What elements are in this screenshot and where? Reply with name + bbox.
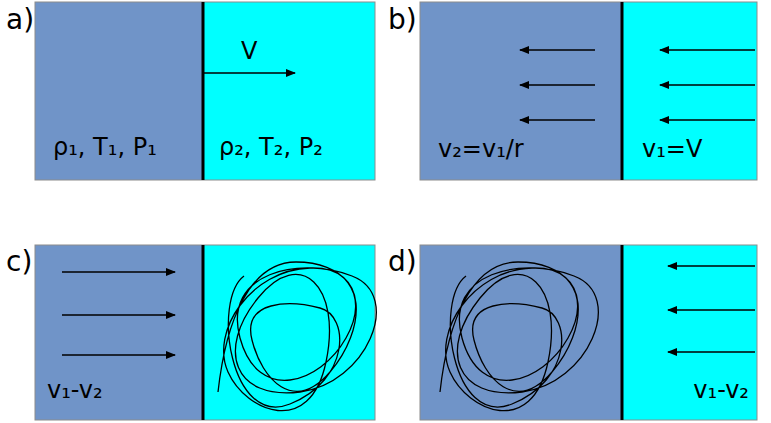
gas-region: v₁-v₂: [35, 245, 203, 420]
interface-line: [202, 2, 205, 180]
region-2: [203, 2, 375, 180]
flow-arrow: [668, 351, 755, 353]
panel: d) v₁-v₂: [384, 242, 762, 423]
panel: b) v₂=v₁/r v₁=V: [384, 0, 762, 182]
gas-region: ρ₁, T₁, P₁: [35, 2, 203, 180]
flow-arrow: [62, 314, 175, 316]
flow-arrows: [668, 266, 755, 352]
interface-line: [621, 245, 624, 420]
velocity-label: V: [241, 38, 257, 66]
panel-frame: [420, 2, 757, 180]
velocity-arrow: [203, 72, 295, 74]
panel-label: c): [6, 246, 32, 278]
panel-label: d): [388, 246, 417, 278]
flow-arrow: [660, 84, 755, 86]
velocity-label: v₁-v₂: [693, 377, 749, 405]
panel-label: b): [388, 4, 417, 36]
flow-arrows: [520, 50, 755, 120]
state-label: ρ₂, T₂, P₂: [219, 134, 323, 162]
flow-arrows: [62, 272, 175, 355]
flow-arrow: [660, 119, 755, 121]
gas-region: v₁-v₂: [622, 245, 757, 420]
turbulence-scribble: [218, 262, 376, 411]
gas-region: v₁=V: [622, 2, 757, 180]
flow-arrow: [668, 265, 755, 267]
interface-line: [621, 2, 624, 180]
gas-region: v₂=v₁/r: [420, 2, 622, 180]
state-label: ρ₁, T₁, P₁: [53, 134, 157, 162]
region-1: [420, 245, 622, 420]
panel-label: a): [6, 4, 34, 36]
flow-arrow: [520, 84, 595, 86]
panel: c) v₁-v₂: [0, 242, 378, 423]
region-1: [35, 245, 203, 420]
region-1: [35, 2, 203, 180]
region-2: [622, 245, 757, 420]
flow-arrow: [62, 354, 175, 356]
region-2: [622, 2, 757, 180]
flow-arrow: [668, 309, 755, 311]
panel-frame: [35, 2, 375, 180]
panel: a) ρ₁, T₁, P₁ Vρ₂, T₂, P₂: [0, 0, 378, 182]
flow-arrow: [62, 271, 175, 273]
gas-region: Vρ₂, T₂, P₂: [203, 2, 375, 180]
velocity-label: v₁=V: [642, 136, 702, 164]
turbulence-scribble: [440, 262, 598, 411]
flow-arrow: [660, 49, 755, 51]
velocity-label: v₂=v₁/r: [438, 136, 524, 164]
interface-line: [202, 245, 205, 420]
panel-frame: [35, 245, 375, 420]
panel-frame: [420, 245, 757, 420]
flow-arrow: [520, 49, 595, 51]
flow-arrow: [520, 119, 595, 121]
region-1: [420, 2, 622, 180]
velocity-label: v₁-v₂: [47, 377, 103, 405]
